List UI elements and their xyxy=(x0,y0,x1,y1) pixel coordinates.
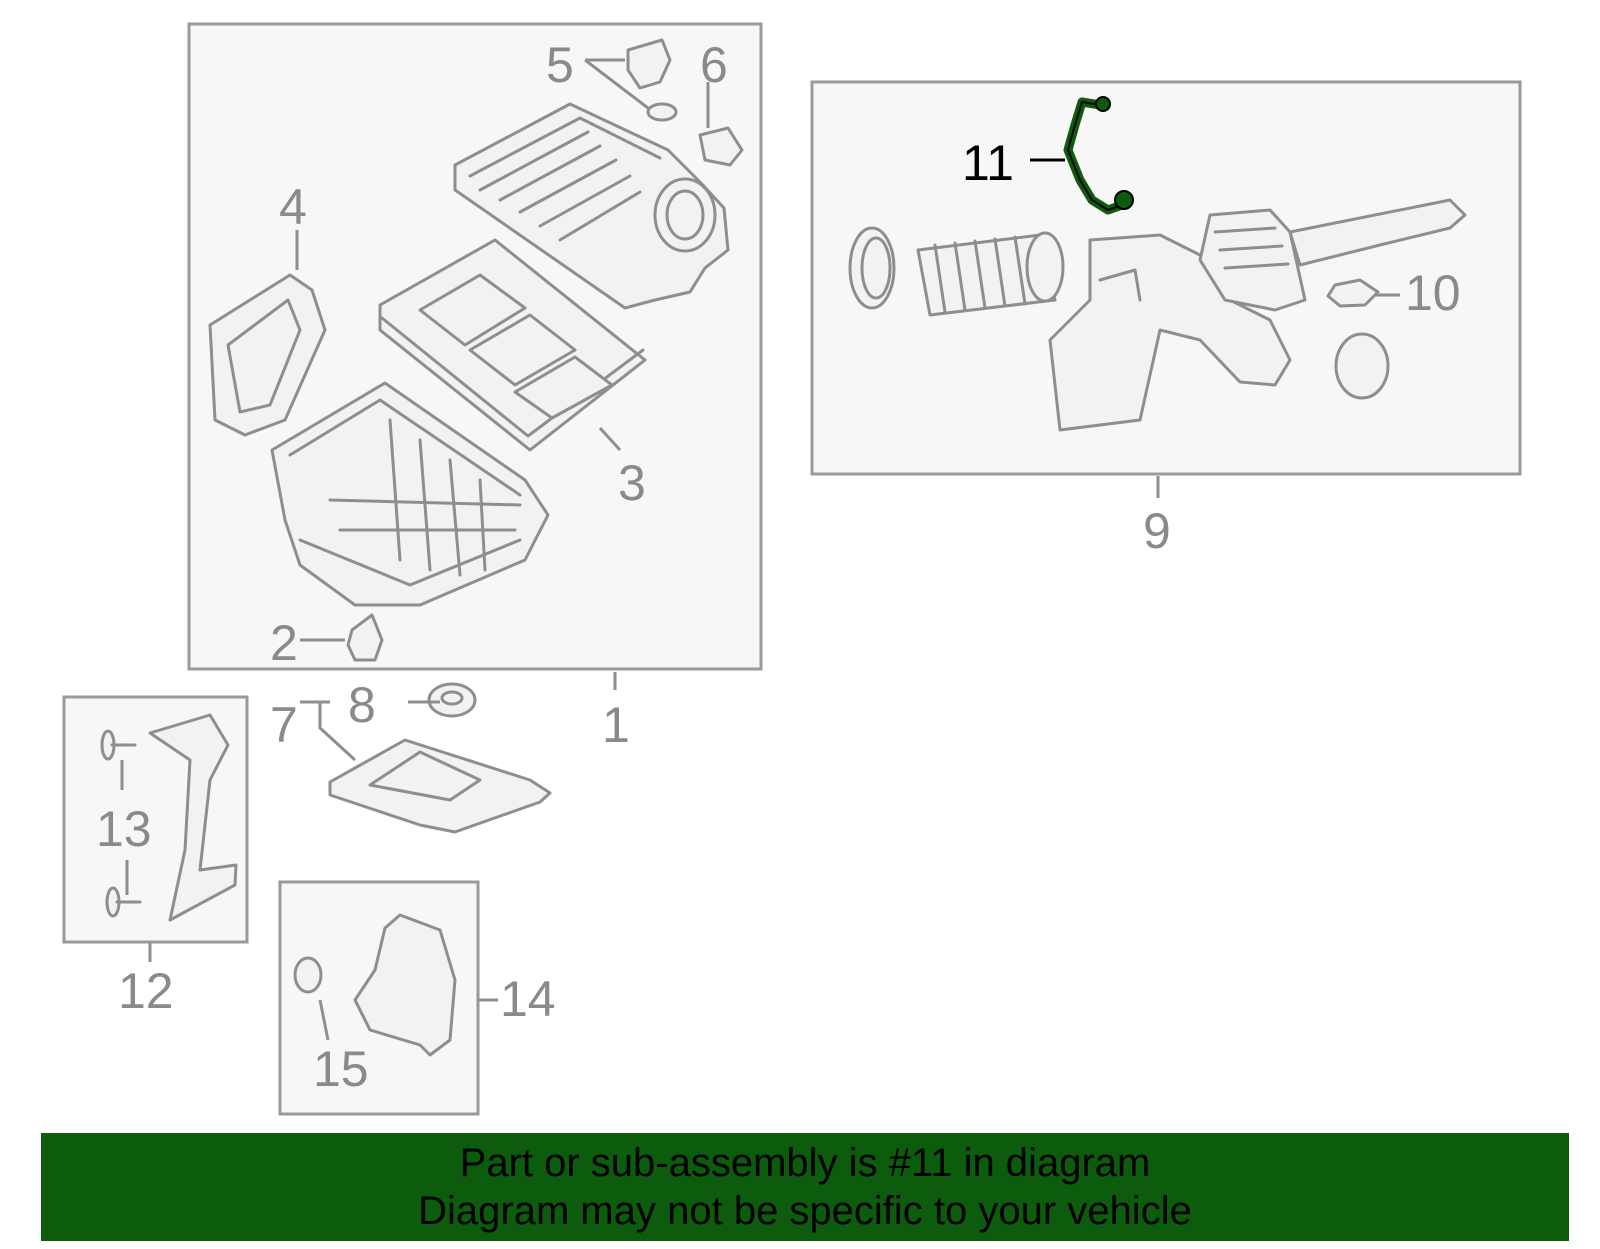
duct-nut[interactable] xyxy=(1326,278,1380,308)
mass-airflow-sensor[interactable] xyxy=(626,38,678,122)
banner-line-1: Part or sub-assembly is #11 in diagram xyxy=(459,1141,1151,1185)
callout-1: 1 xyxy=(602,697,630,753)
intake-duct-group xyxy=(810,80,1522,476)
callout-12: 12 xyxy=(118,963,174,1019)
info-banner: Part or sub-assembly is #11 in diagram D… xyxy=(41,1133,1569,1241)
air-cleaner-cover[interactable] xyxy=(453,102,730,310)
callout-15: 15 xyxy=(313,1041,369,1097)
push-pin-upper[interactable] xyxy=(100,729,137,761)
callout-14: 14 xyxy=(500,971,556,1027)
callout-9: 9 xyxy=(1143,503,1171,559)
inlet-group xyxy=(278,880,480,1116)
air-guide-baffle[interactable] xyxy=(148,713,238,922)
air-cleaner-housing-lower[interactable] xyxy=(270,381,550,607)
duct-clamp-rear[interactable] xyxy=(1334,332,1390,400)
intake-air-temp-sensor[interactable] xyxy=(698,126,744,167)
leader-lines xyxy=(120,58,1400,1041)
duct-clamp-front[interactable] xyxy=(848,226,896,310)
push-pin-lower[interactable] xyxy=(105,886,142,918)
air-guide-group xyxy=(62,695,249,944)
callout-7: 7 xyxy=(270,697,298,753)
callout-4: 4 xyxy=(279,179,307,235)
air-inlet-duct[interactable] xyxy=(353,913,457,1057)
bellows-hose[interactable] xyxy=(916,231,1065,317)
callout-13: 13 xyxy=(96,801,152,857)
callout-8: 8 xyxy=(348,677,376,733)
lower-duct-seal[interactable] xyxy=(328,738,552,834)
callout-10: 10 xyxy=(1405,265,1461,321)
banner-line-2: Diagram may not be specific to your vehi… xyxy=(418,1189,1192,1233)
breather-tube-highlighted[interactable] xyxy=(1063,96,1134,215)
callout-numbers: 5 6 4 3 2 1 7 8 9 10 11 12 13 14 15 xyxy=(96,37,1461,1097)
callout-5: 5 xyxy=(546,37,574,93)
resonator[interactable] xyxy=(1198,198,1467,312)
sensor-seal xyxy=(646,102,678,122)
housing-grommet[interactable] xyxy=(346,613,384,662)
air-cleaner-assembly-group xyxy=(187,22,763,671)
callout-11: 11 xyxy=(962,135,1014,191)
duct-seal-group xyxy=(328,682,552,834)
seal-grommet[interactable] xyxy=(427,682,477,718)
air-filter-element[interactable] xyxy=(378,238,647,452)
callout-6: 6 xyxy=(700,37,728,93)
duct-cover[interactable] xyxy=(208,273,327,437)
inlet-clip[interactable] xyxy=(293,956,323,994)
callout-3: 3 xyxy=(618,455,646,511)
callout-2: 2 xyxy=(270,615,298,671)
